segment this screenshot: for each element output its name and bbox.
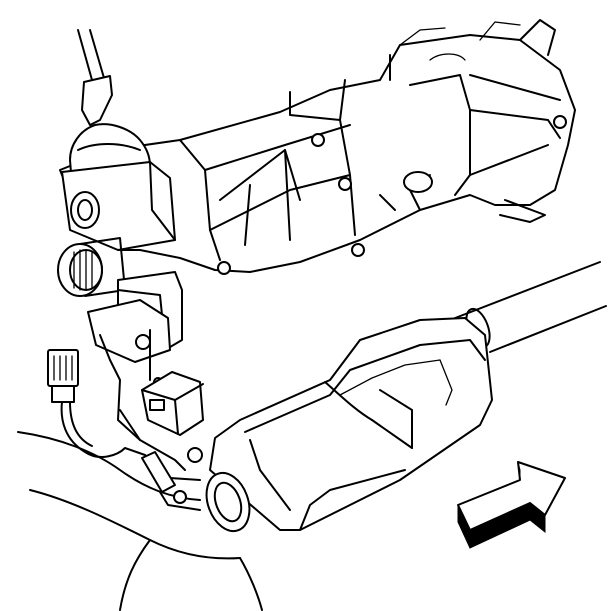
- catalytic-converter: [209, 317, 493, 531]
- wiring-connector-icon: [47, 349, 176, 493]
- transmission-housing: [59, 19, 576, 273]
- output-shaft: [57, 237, 126, 297]
- bolts: [108, 115, 567, 504]
- sensor-bracket: [87, 271, 183, 441]
- exhaust-flange: [159, 471, 251, 533]
- shift-lever-icon: [61, 29, 176, 251]
- speed-sensor: [119, 371, 204, 471]
- frame-tube: [17, 431, 263, 611]
- front-arrow-icon: [457, 461, 566, 549]
